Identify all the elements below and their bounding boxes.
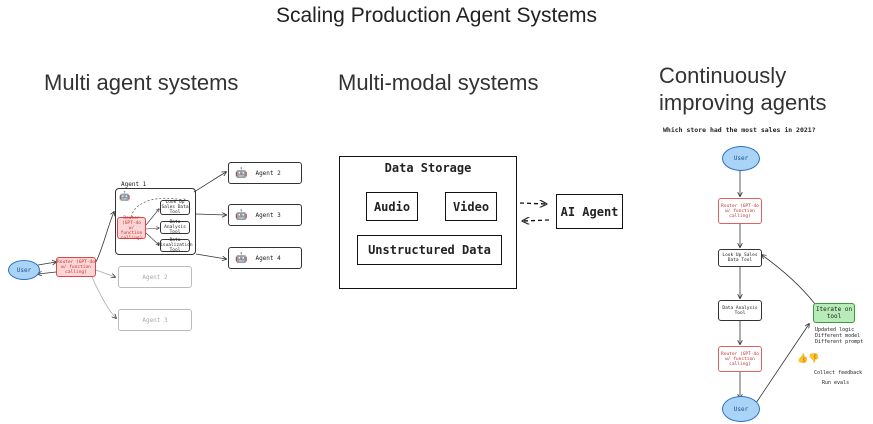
data-storage-container <box>339 156 517 289</box>
faded-agent-2: Agent 2 <box>118 266 192 288</box>
update-option: Updated logic <box>815 327 855 333</box>
audio-box: Audio <box>366 192 418 221</box>
example-question: Which store had the most sales in 2021? <box>663 126 816 134</box>
agent2-label: Agent 2 <box>255 169 281 177</box>
router-node: Router (GPT-4o w/ function calling) <box>56 257 96 277</box>
section-title-multi-agent: Multi agent systems <box>44 70 239 95</box>
update-option: Different model <box>815 333 861 339</box>
data-storage-title: Data Storage <box>384 161 472 175</box>
faded-agent-3: Agent 3 <box>118 309 192 331</box>
router-top-node: Router (GPT-4o w/ function calling) <box>718 198 762 224</box>
ai-agent-box: AI Agent <box>556 194 623 229</box>
section-title-continuous-2: improving agents <box>659 90 827 115</box>
robot-icon: 🤖 <box>235 209 248 221</box>
user-bottom-node: User <box>722 396 760 422</box>
user-top-node: User <box>722 146 760 171</box>
agent4-label: Agent 4 <box>255 254 281 262</box>
section-title-multi-modal: Multi-modal systems <box>338 70 539 95</box>
tool-data-visualization: Data Visualization Tool <box>157 238 193 253</box>
thumbs-icon: 👍👎 <box>797 353 820 363</box>
collect-feedback-label: Collect feedback <box>814 370 863 376</box>
update-options: Updated logic Different model Different … <box>815 327 863 345</box>
video-box: Video <box>445 192 497 221</box>
agent3-box: 🤖 Agent 3 <box>228 204 302 226</box>
router-bottom-node: Router (GPT-4o w/ function calling) <box>718 346 762 372</box>
iterate-on-tool-node: Iterate on tool <box>813 303 855 323</box>
page-title: Scaling Production Agent Systems <box>275 4 597 27</box>
update-option: Different prompt <box>815 339 864 345</box>
agent3-label: Agent 3 <box>255 211 281 219</box>
user-node: User <box>8 260 40 280</box>
agent1-label: Agent 1 <box>119 181 149 188</box>
agent4-box: 🤖 Agent 4 <box>228 247 302 269</box>
tool-lookup-sales: Look Up Sales Data Tool <box>160 200 190 215</box>
agent1-router-node: Router (GPT-4o w/ function calling) <box>117 216 146 241</box>
tool-data-analysis: Data Analysis Tool <box>160 220 190 235</box>
agent1-container <box>115 188 196 255</box>
robot-icon: 🤖 <box>235 252 248 264</box>
agent2-box: 🤖 Agent 2 <box>228 162 302 184</box>
lookup-sales-tool-node: Look Up Sales Data Tool <box>718 249 762 267</box>
robot-icon: 🤖 <box>235 167 248 179</box>
unstructured-data-box: Unstructured Data <box>357 235 502 265</box>
data-analysis-tool-node: Data Analysis Tool <box>718 300 762 321</box>
run-evals-label: Run evals <box>822 380 850 386</box>
section-title-continuous-1: Continuously <box>659 63 787 88</box>
robot-icon: 🤖 <box>119 191 131 201</box>
